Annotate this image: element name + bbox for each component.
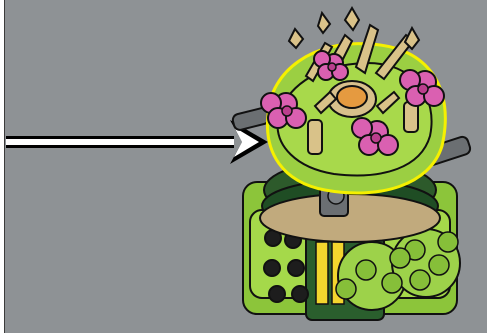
arrow-right-icon — [6, 120, 268, 164]
